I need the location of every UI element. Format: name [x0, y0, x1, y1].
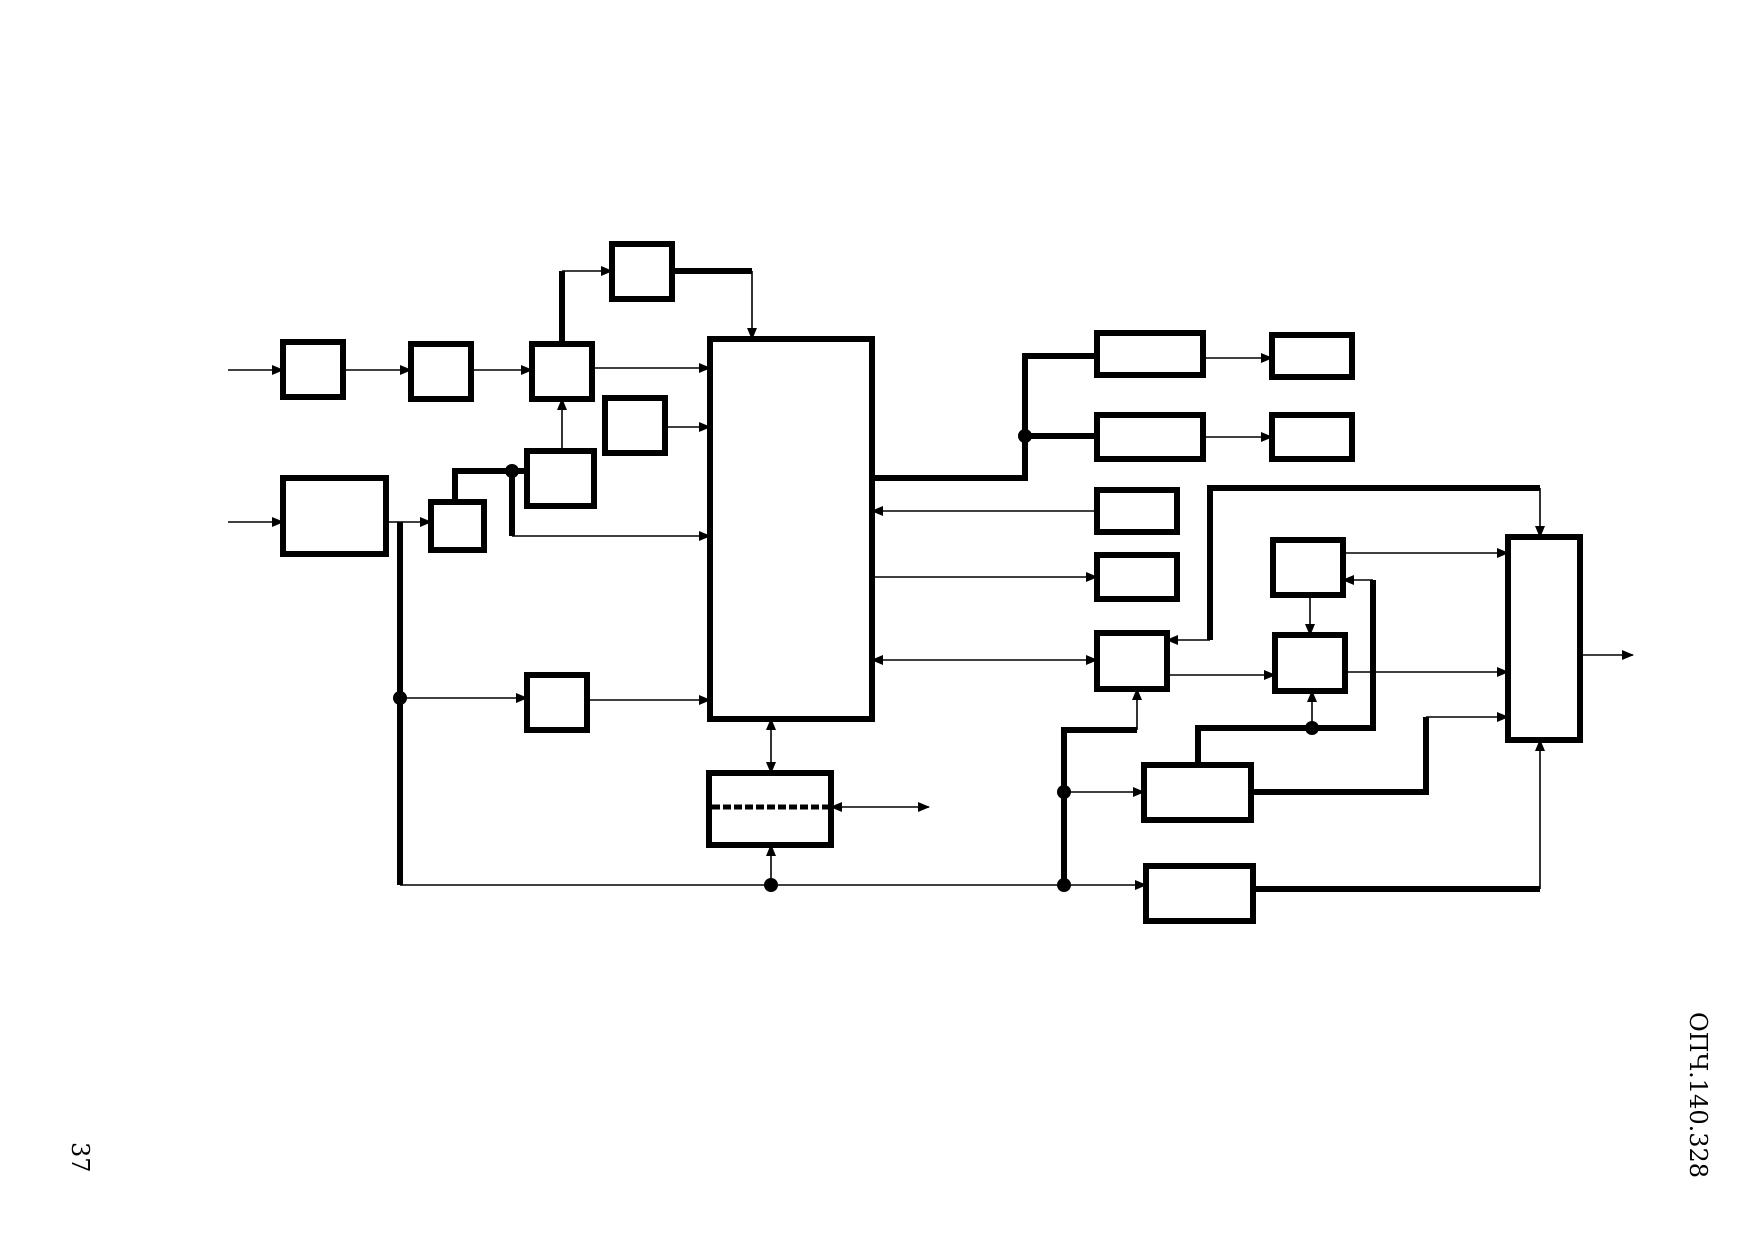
block-small-mid: [602, 395, 668, 456]
block-right-out: [1094, 552, 1180, 602]
junctions: [393, 429, 1319, 892]
block-input-1: [280, 339, 346, 400]
block-ctrl: [1094, 630, 1170, 692]
block-out-2: [1269, 412, 1355, 462]
page-number: 37: [66, 1142, 94, 1173]
block-out-1: [1269, 332, 1355, 380]
block-right-in: [1094, 487, 1180, 535]
block-top: [609, 241, 675, 302]
block-gen-1: [1141, 762, 1254, 823]
block-output: [1505, 534, 1583, 743]
block-central-processor: [707, 336, 875, 722]
block-under-chain-3: [524, 448, 597, 509]
block-r-mid: [1272, 632, 1348, 694]
block-after-input-2: [428, 499, 487, 553]
document-code: ОПЧ.140.328: [1684, 1012, 1712, 1179]
block-out-driver-1: [1094, 330, 1206, 378]
block-input-2: [280, 475, 389, 557]
block-chain-2: [408, 341, 474, 402]
block-out-driver-2: [1094, 412, 1206, 462]
block-gen-2: [1143, 863, 1256, 924]
block-r-top: [1270, 537, 1346, 598]
block-chain-3: [529, 341, 595, 402]
connections-left: [228, 266, 1147, 890]
block-lower-left: [524, 672, 590, 733]
